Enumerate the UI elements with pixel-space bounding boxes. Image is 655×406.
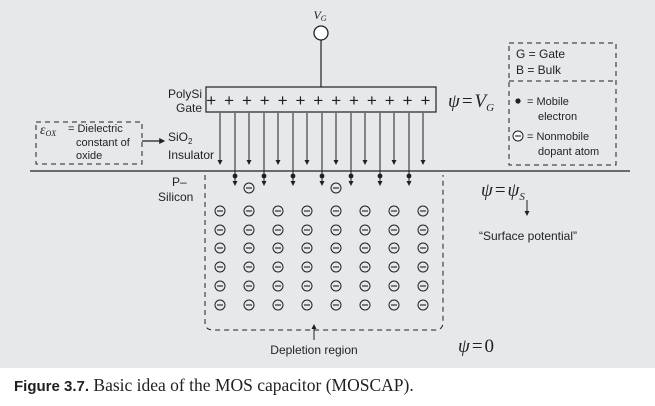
mobile-electron [261,173,267,179]
dopant-ion [417,299,429,311]
mobile-electron [290,173,296,179]
insulator-label: Insulator [168,148,214,162]
legend-nonmobile-line1: = Nonmobile [527,131,589,143]
mobile-electron [232,173,238,179]
dopant-ion [272,242,284,254]
dopant-ion [214,224,226,236]
depletion-region-label: Depletion region [270,343,357,357]
dopant-ion [301,299,313,311]
dopant-ion [243,242,255,254]
dopant-ion [330,299,342,311]
dopant-ion [272,280,284,292]
dopant-ion [243,280,255,292]
dopant-ion [359,261,371,273]
mobile-electron [319,173,325,179]
legend-mobile-line2: electron [538,111,577,123]
dopant-ion [330,182,342,194]
dielectric-constant-box [35,121,143,165]
electric-field-lines [217,113,426,186]
mobile-electron [348,173,354,179]
epsilon-ox-symbol: εOX [40,123,57,138]
dopant-ion [272,224,284,236]
dielectric-line3: oxide [76,150,102,162]
psi-gate-equation: ψ=VG [448,91,494,114]
psi-bulk-equation: ψ=0 [458,336,494,357]
legend-dopant-symbol [512,130,524,142]
dopant-ion [214,261,226,273]
dopant-ion [359,242,371,254]
dopant-ion [301,261,313,273]
figure-caption: Figure 3.7. Basic idea of the MOS capaci… [14,375,414,395]
legend-bulk: B = Bulk [516,63,562,77]
dopant-ion [214,205,226,217]
dopant-ion [243,299,255,311]
dopant-ion [359,299,371,311]
dopant-ion [388,299,400,311]
dopant-ion [272,205,284,217]
polysi-label: PolySi [168,87,202,101]
p-type-label: P– [172,175,187,189]
legend-mobile-line1: = Mobile [527,96,569,108]
gate-voltage-label: VG [313,8,326,23]
dielectric-line2: constant of [76,137,131,149]
dopant-ion [330,280,342,292]
sio2-label: SiO2 [168,130,193,146]
dopant-ion [417,205,429,217]
dopant-ion [243,261,255,273]
dopant-ion [243,205,255,217]
dopant-ion [417,261,429,273]
dopant-ion [214,299,226,311]
legend-nonmobile-line2: dopant atom [538,146,599,158]
mos-diagram: VG + + + + + + + + + + + + + PolySi Gate… [30,8,630,357]
dopant-ion [359,205,371,217]
dopant-ion [301,205,313,217]
dopant-ion [388,224,400,236]
dopant-ion [243,182,255,194]
dopant-ion [301,280,313,292]
silicon-label: Silicon [158,190,193,204]
dopant-ion [330,205,342,217]
dopant-ion [388,280,400,292]
dielectric-line1: = Dielectric [68,123,123,135]
legend-mobile-electron-symbol [515,98,521,104]
mobile-electron [377,173,383,179]
dopant-ion [417,280,429,292]
dopant-ion [388,261,400,273]
dopant-ion [417,224,429,236]
legend-gate: G = Gate [516,47,565,61]
mobile-electron [406,173,412,179]
gate-electrode [205,86,437,113]
dopant-ion [417,242,429,254]
gate-positive-charges: + + + + + + + + + + + + + [206,91,432,110]
dopant-ion [388,205,400,217]
dopant-ion [214,242,226,254]
depletion-region-boundary [204,175,444,331]
dopant-ion [214,280,226,292]
dopant-ion [330,242,342,254]
dopant-ion [330,224,342,236]
psi-surface-equation: ψ=ψS [481,180,525,203]
dopant-ion [359,224,371,236]
dopant-ion [272,299,284,311]
dopant-ion [388,242,400,254]
surface-potential-label: “Surface potential” [479,229,577,243]
dopant-ion [301,224,313,236]
gate-terminal [313,25,329,41]
mobile-electrons [232,173,412,179]
dopant-ion [243,224,255,236]
dopant-ion [359,280,371,292]
legend-box [508,42,617,166]
dopant-ion [272,261,284,273]
dopant-ions [214,182,429,311]
gate-label: Gate [176,101,202,115]
dopant-ion [301,242,313,254]
dopant-ion [330,261,342,273]
diagram-panel [0,0,655,368]
